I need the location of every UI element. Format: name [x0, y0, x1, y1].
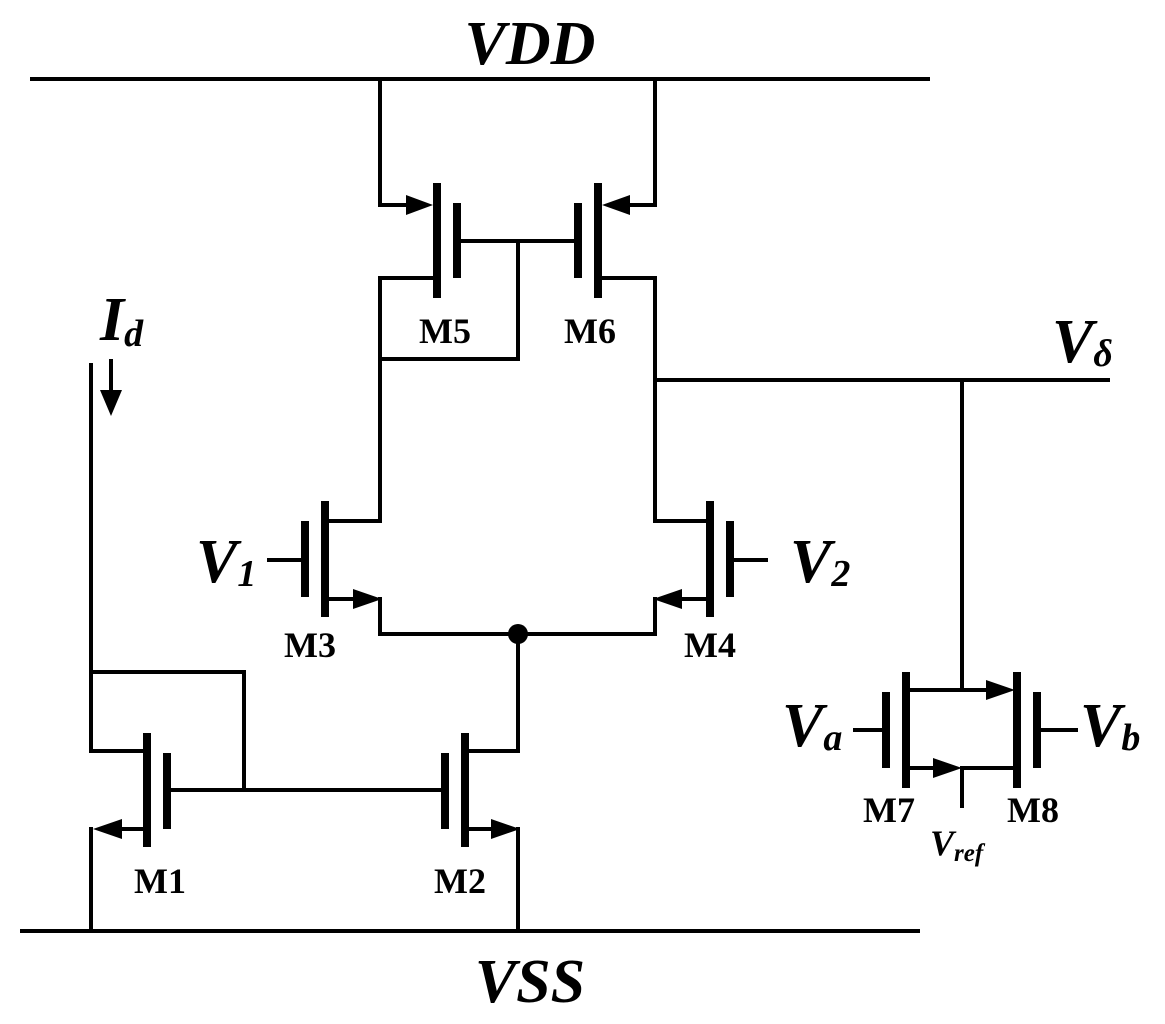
vref-label: Vref — [930, 823, 986, 867]
vss-label: VSS — [475, 948, 585, 1016]
vdelta-label: Vδ — [1052, 308, 1113, 376]
m5-label: M5 — [419, 311, 471, 351]
vb-label: Vb — [1080, 692, 1140, 760]
m8-label: M8 — [1007, 790, 1059, 830]
transistor-m1 — [89, 363, 246, 933]
transistor-m8 — [960, 672, 1078, 788]
transistor-m5 — [378, 77, 461, 361]
v2-label: V2 — [790, 528, 850, 596]
transistor-m7 — [853, 672, 992, 788]
transistor-m6 — [574, 77, 657, 382]
m2-label: M2 — [434, 861, 486, 901]
transistor-m2 — [441, 733, 520, 933]
v1-label: V1 — [196, 528, 256, 596]
m1-label: M1 — [134, 861, 186, 901]
m4-label: M4 — [684, 625, 736, 665]
transistor-m4 — [516, 501, 768, 636]
id-current-arrow — [100, 359, 122, 416]
m5-diode-wire — [378, 239, 520, 361]
va-label: Va — [782, 692, 842, 760]
vdd-label: VDD — [465, 10, 596, 78]
m6-label: M6 — [564, 311, 616, 351]
m7-label: M7 — [863, 790, 915, 830]
m3-label: M3 — [284, 625, 336, 665]
transistor-m3 — [267, 501, 520, 636]
id-label: Id — [99, 286, 144, 355]
